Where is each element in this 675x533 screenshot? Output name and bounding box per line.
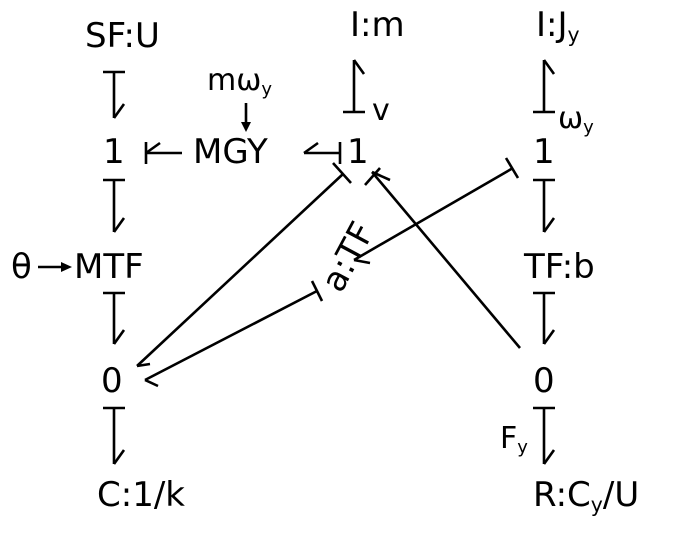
node-zero-left: 0: [101, 361, 123, 401]
bond-sf-to-one-left: [103, 70, 126, 119]
bond-one-mid-to-im: [343, 59, 366, 114]
bond-one-mid-to-zero-left: [136, 162, 352, 368]
flow-label-omega-sub: y: [583, 117, 594, 139]
bond-one-left-to-mtf: [103, 178, 126, 233]
bond-tfb-to-zero-right: [533, 291, 556, 345]
flow-label-force-base: F: [500, 421, 518, 456]
node-r: R:Cy/U: [533, 475, 640, 517]
node-sf-param: U: [134, 16, 160, 56]
bond-one-right-to-tfa: [353, 157, 520, 265]
bond-one-right-to-tfb: [533, 178, 556, 233]
node-tf-b: TF:b: [524, 247, 595, 287]
signal-theta: θ: [11, 247, 32, 287]
node-r-name: R: [533, 475, 556, 515]
node-ij: I:Jy: [536, 5, 580, 47]
signal-m-omega: mωy: [207, 66, 272, 99]
signal-m-omega-base: mω: [207, 63, 262, 98]
node-one-left: 1: [103, 132, 125, 172]
flow-label-v: v: [372, 93, 390, 128]
node-ij-name: I: [536, 5, 547, 45]
signal-arrowhead-theta: [61, 262, 72, 272]
node-zero-right: 0: [533, 361, 555, 401]
node-mgy: MGY: [193, 132, 268, 172]
node-im-param: m: [371, 5, 405, 45]
node-mtf: MTF: [74, 247, 144, 287]
node-im-name: I: [350, 5, 361, 45]
bond-tfa-to-zero-left: [144, 280, 324, 388]
node-sf-name: SF: [85, 16, 124, 56]
node-c-param: 1/k: [132, 475, 185, 515]
node-r-param-sub: y: [590, 492, 603, 517]
flow-label-omega-base: ω: [558, 101, 584, 136]
bond-mgy-to-one-left: [144, 141, 182, 164]
node-ij-param: J: [557, 5, 568, 45]
signal-arrowhead-momega: [241, 122, 251, 132]
bond-zero-right-to-r: [533, 406, 556, 465]
bond-zero-right-to-one-mid: [364, 167, 521, 349]
bond-one-right-to-ij: [533, 59, 556, 114]
node-c: C:1/k: [97, 475, 185, 515]
bond-zero-left-to-c: [103, 406, 126, 465]
signal-m-omega-sub: y: [261, 79, 273, 101]
bond-one-mid-to-mgy: [303, 141, 342, 164]
flow-label-force: Fy: [500, 424, 528, 457]
node-c-name: C: [97, 475, 121, 515]
node-tf-b-param: b: [573, 247, 595, 287]
node-im: I:m: [350, 5, 405, 45]
node-one-mid: 1: [347, 132, 369, 172]
flow-label-omega: ωy: [558, 104, 594, 137]
node-ij-param-sub: y: [567, 22, 580, 47]
node-r-param: C: [567, 475, 591, 515]
bond-mtf-to-zero-left: [103, 291, 126, 345]
node-tf-b-name: TF: [524, 247, 562, 287]
node-sf: SF:U: [85, 16, 160, 56]
node-one-right: 1: [533, 132, 555, 172]
flow-label-force-sub: y: [517, 437, 528, 459]
node-r-param-tail: /U: [602, 475, 640, 515]
